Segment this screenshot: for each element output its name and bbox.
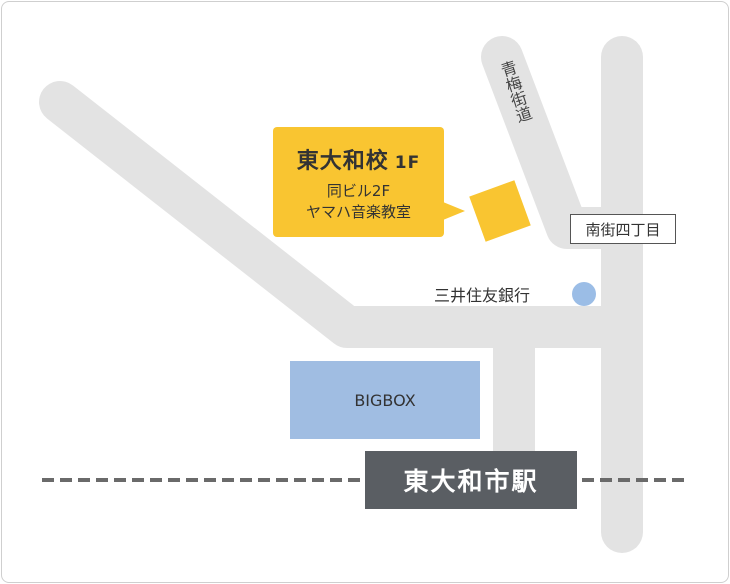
school-detail-2: ヤマハ音楽教室	[305, 203, 411, 221]
bigbox-building: BIGBOX	[290, 361, 480, 439]
callout-pointer	[443, 202, 465, 220]
intersection-label: 南街四丁目	[570, 214, 676, 244]
bank-label: 三井住友銀行	[434, 286, 531, 305]
bank-marker	[572, 282, 596, 306]
school-name: 東大和校	[296, 149, 389, 174]
school-floor: 1F	[394, 153, 421, 173]
school-detail-1: 同ビル2F	[326, 182, 391, 200]
school-building	[469, 180, 531, 242]
station-label: 東大和市駅	[365, 451, 577, 509]
